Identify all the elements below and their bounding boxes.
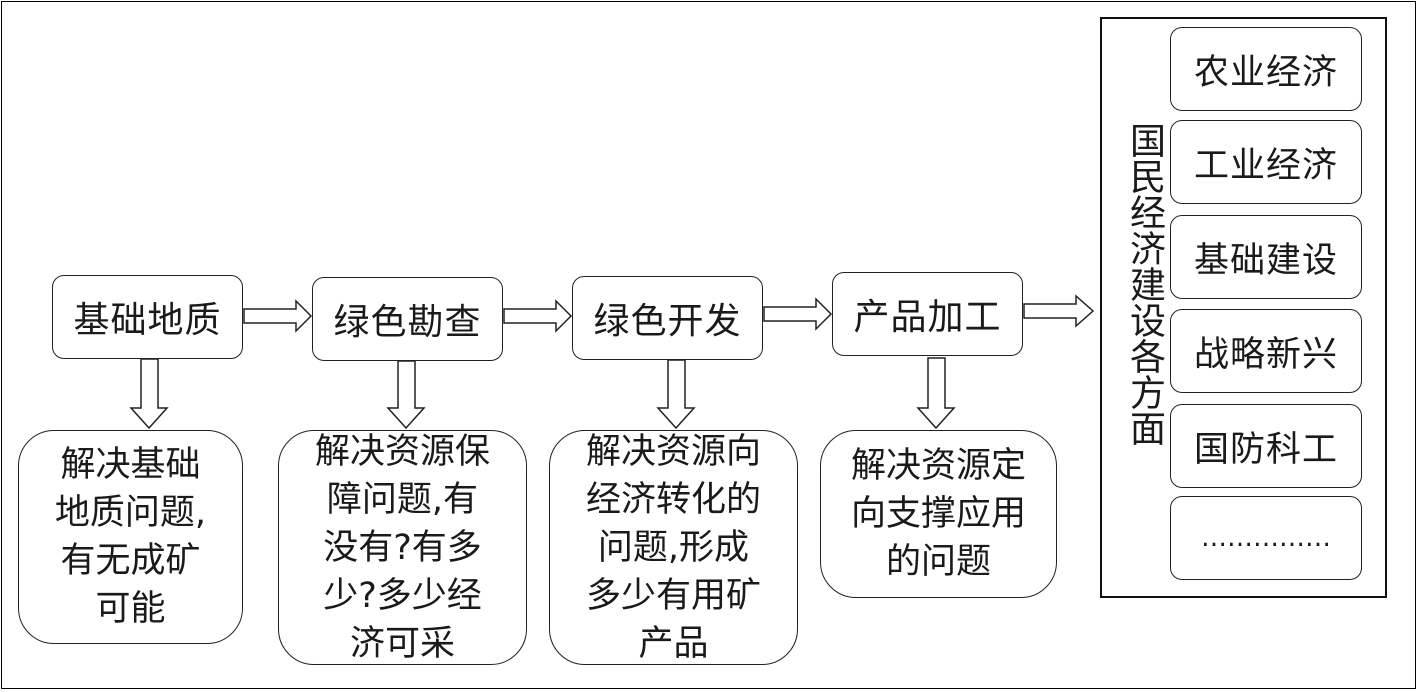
panel-title: 国民经济建设各方面 xyxy=(1124,122,1165,446)
note-line: 可能 xyxy=(95,589,166,629)
right-arrow-icon xyxy=(1023,294,1095,328)
down-arrow-icon xyxy=(916,357,956,430)
right-arrow-icon xyxy=(503,299,573,333)
note-line: 的问题 xyxy=(885,542,991,582)
note-line: 经济转化的 xyxy=(585,479,761,520)
right-arrow-icon xyxy=(763,297,833,331)
right-arrow-icon xyxy=(243,299,313,333)
down-arrow-icon xyxy=(129,358,169,430)
sector-ellipsis: …………… xyxy=(1170,496,1362,580)
note-line: 问题,形成 xyxy=(597,527,750,568)
note-line: 解决基础 xyxy=(60,445,201,485)
sector-industry: 工业经济 xyxy=(1170,120,1362,204)
note-line: 少?多少经 xyxy=(323,575,482,616)
note-box-green-development: 解决资源向 经济转化的 问题,形成 多少有用矿 产品 xyxy=(549,430,798,665)
note-line: 多少有用矿 xyxy=(585,575,761,616)
note-line: 解决资源定 xyxy=(850,446,1026,486)
sector-infrastructure: 基础建设 xyxy=(1170,215,1362,299)
note-box-green-exploration: 解决资源保 障问题,有 没有?有多 少?多少经 济可采 xyxy=(278,430,527,665)
note-line: 没有?有多 xyxy=(323,527,482,568)
down-arrow-icon xyxy=(386,360,426,430)
note-line: 有无成矿 xyxy=(60,541,201,581)
note-line: 向支撑应用 xyxy=(850,494,1026,534)
sector-agriculture: 农业经济 xyxy=(1170,27,1362,111)
note-line: 地质问题, xyxy=(54,493,207,533)
note-box-product-processing: 解决资源定 向支撑应用 的问题 xyxy=(820,430,1057,598)
note-line: 障问题,有 xyxy=(326,479,479,520)
note-box-basic-geology: 解决基础 地质问题, 有无成矿 可能 xyxy=(18,430,243,644)
stage-box-green-development: 绿色开发 xyxy=(572,276,763,360)
sector-defense-industry: 国防科工 xyxy=(1170,404,1362,488)
note-line: 解决资源保 xyxy=(314,431,490,472)
note-line: 产品 xyxy=(638,623,709,664)
national-economy-panel xyxy=(1100,17,1387,598)
down-arrow-icon xyxy=(656,359,696,430)
note-line: 解决资源向 xyxy=(585,431,761,472)
sector-strategic-emerging: 战略新兴 xyxy=(1170,309,1362,393)
stage-box-product-processing: 产品加工 xyxy=(832,272,1023,356)
note-line: 济可采 xyxy=(349,623,455,664)
